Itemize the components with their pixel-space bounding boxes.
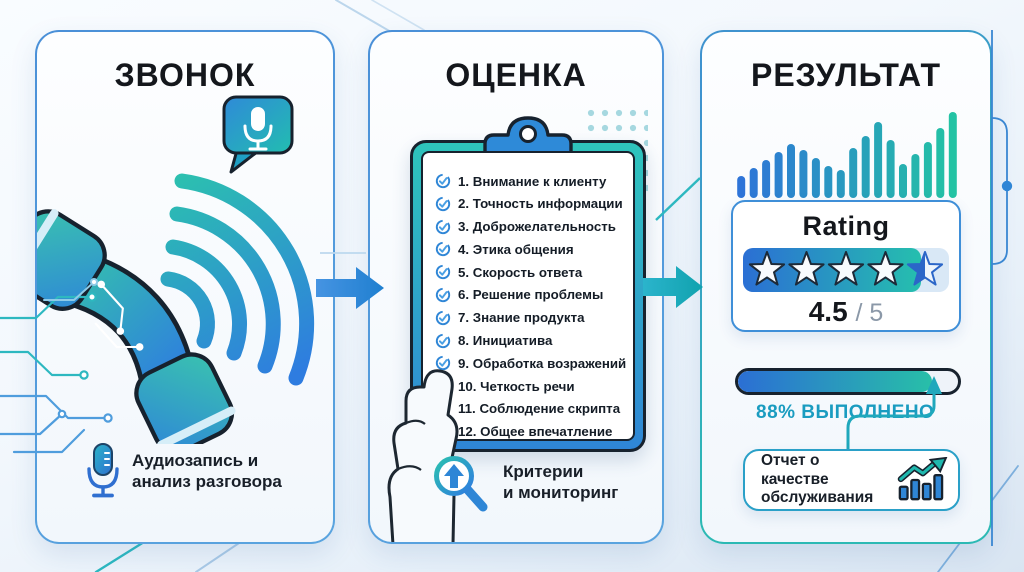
panel-call-title: ЗВОНОК [114,57,256,93]
rating-max: / 5 [855,299,884,327]
checklist-item: 7. Знание продукта [435,310,627,326]
checkmark-circle-icon [435,242,451,257]
chart-bar [787,144,795,198]
call-caption: Аудиозапись и анализ разговора [85,442,282,500]
checklist-item-label: 1. Внимание к клиенту [458,173,607,189]
checklist-item: 6. Решение проблемы [435,287,627,303]
checklist-item-label: 11. Соблюдение скрипта [458,401,621,417]
call-caption-text: Аудиозапись и анализ разговора [132,450,282,492]
evaluation-caption: Критерии и мониторинг [428,450,618,514]
microphone-icon [87,443,119,498]
chart-bar [948,112,957,198]
circuit-lines-right [991,30,1013,546]
checklist-item-label: 12. Общее впечатление [458,424,613,440]
progress-fill [738,371,932,392]
checkmark-circle-icon [435,287,451,303]
chart-bar [762,160,771,198]
checklist-item: 4. Этика общения [435,241,627,257]
checklist-item-label: 5. Скорость ответа [458,264,583,280]
circuit-trace [94,280,144,351]
report-line2: обслуживания [761,489,874,507]
checkmark-circle-icon [435,173,451,189]
clipboard-icon: 1. Внимание к клиенту 2. Точность информа… [410,116,646,452]
checklist-item-label: 7. Знание продукта [458,310,585,326]
chart-bar [861,136,870,198]
voice-message-bubble-icon [222,95,294,174]
checklist-item-label: 3. Доброжелательность [458,219,616,235]
magnifier-up-arrow-icon [434,456,488,512]
checklist-item-label: 6. Решение проблемы [458,287,604,303]
rating-label: Rating [802,211,890,241]
call-caption-line1: Аудиозапись и [132,450,259,470]
chart-bar [936,128,945,198]
checklist-item: 8. Инициатива [435,333,627,349]
checkmark-circle-icon [435,219,451,234]
checklist-item-label: 10. Четкость речи [458,378,575,394]
checkmark-circle-icon [435,196,451,211]
chart-bar [799,150,808,198]
checklist-item-label: 2. Точность информации [458,196,623,212]
chart-bar [824,166,833,198]
checkmark-circle-icon [435,356,451,371]
evaluation-caption-line1: Критерии [503,461,584,481]
checklist-item: 9. Обработка возражений [435,355,627,371]
checkmark-circle-icon [435,333,451,348]
report-box: Отчет о качестве обслуживания [743,449,960,511]
chart-bar [836,170,845,198]
evaluation-caption-text: Критерии и мониторинг [503,461,618,503]
report-text: Отчет о качестве обслуживания [761,452,886,508]
growth-report-icon [897,457,948,501]
report-line1: Отчет о качестве [761,452,829,488]
chart-bar [849,148,858,198]
checklist-item: 3. Доброжелательность [435,219,627,235]
panel-evaluation-title: ОЦЕНКА [445,57,587,93]
microphone-icon [243,107,273,151]
checklist-item: 5. Скорость ответа [435,264,627,280]
chart-bar [886,140,895,198]
chart-bar [911,154,920,198]
bar-chart-icon [737,112,957,198]
clipboard-sheet: 1. Внимание к клиенту 2. Точность информа… [421,151,635,441]
star-rating [743,248,949,292]
checklist-item: 2. Точность информации [435,196,627,212]
chart-bar [774,152,783,198]
panel-result: РЕЗУЛЬТАТ Rating [700,30,992,544]
checkmark-circle-icon [435,310,451,325]
progress-label: 88% ВЫПОЛНЕНО [756,402,935,423]
rating-value-row: 4.5 / 5 [733,296,959,328]
bar-group [737,112,957,198]
curved-arrow-up-icon [846,376,942,452]
checklist-item-label: 9. Обработка возражений [458,355,627,371]
checklist-item-label: 4. Этика общения [458,241,574,257]
chart-bar [899,164,907,198]
sound-waves-icon [160,173,315,386]
progress-bar [735,368,961,395]
chart-bar [923,142,932,198]
rating-box: Rating [731,200,961,332]
hand-icon [387,369,459,542]
panel-evaluation: ОЦЕНКА 1. Внимание к клиенту 2. Точность … [368,30,664,544]
checklist-item: 1. Внимание к клиенту [435,173,627,189]
rating-value: 4.5 [808,296,848,327]
chart-bar [874,122,883,198]
phone-illustration [37,95,315,444]
chart-bar [811,158,820,198]
call-caption-line2: анализ разговора [132,472,282,491]
checklist-item-label: 8. Инициатива [458,333,553,349]
chart-bar [737,176,746,198]
evaluation-caption-line2: и мониторинг [503,483,619,502]
chart-bar [749,168,758,198]
panel-call: ЗВОНОК [35,30,335,544]
checkmark-circle-icon [435,265,451,280]
panel-result-title: РЕЗУЛЬТАТ [750,57,941,93]
